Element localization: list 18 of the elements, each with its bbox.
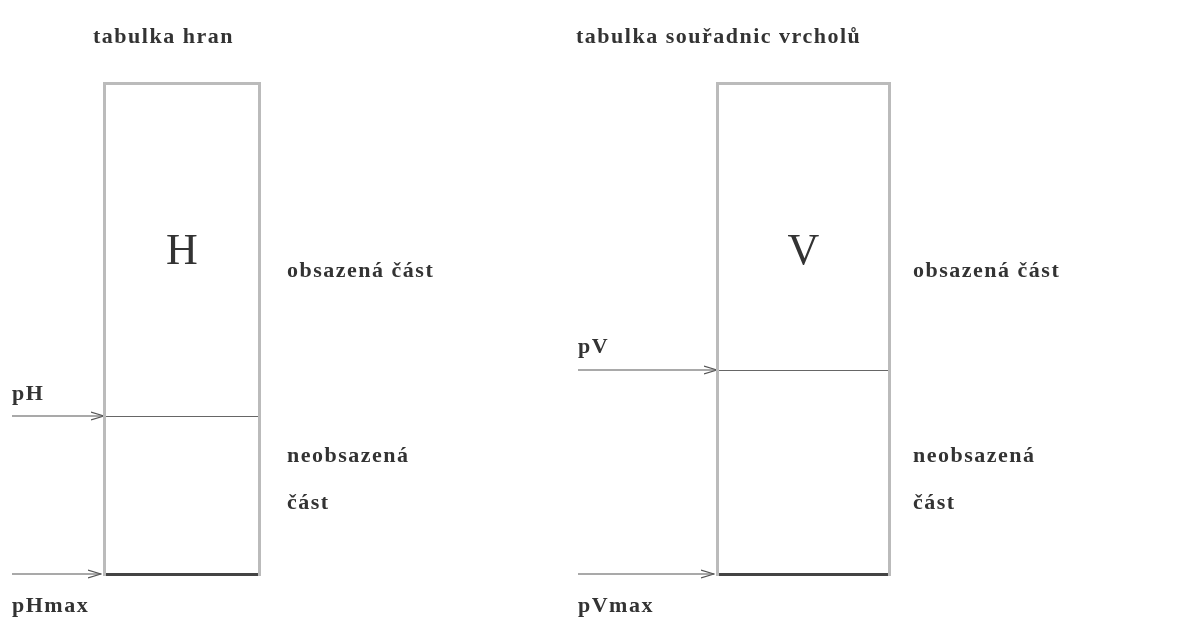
unoccupied-section [106,416,258,576]
table-heading: tabulka souřadnic vrcholů [576,23,862,49]
pointer-label: pVmax [578,592,654,618]
pointer-arrow [11,569,102,579]
pointer-arrow [11,411,105,421]
section-letter: H [166,224,198,275]
section-letter: V [787,224,820,275]
section-caption: neobsazená část [913,441,1037,516]
pointer-arrow [577,365,718,375]
pointer-label: pH [12,380,45,406]
section-caption: neobsazená část [287,441,411,516]
pointer-label: pHmax [12,592,90,618]
pointer-arrow [577,569,715,579]
table-heading: tabulka hran [93,23,234,49]
section-caption: obsazená část [913,256,1062,284]
section-caption: obsazená část [287,256,436,284]
unoccupied-section [719,370,888,576]
pointer-label: pV [578,333,610,359]
